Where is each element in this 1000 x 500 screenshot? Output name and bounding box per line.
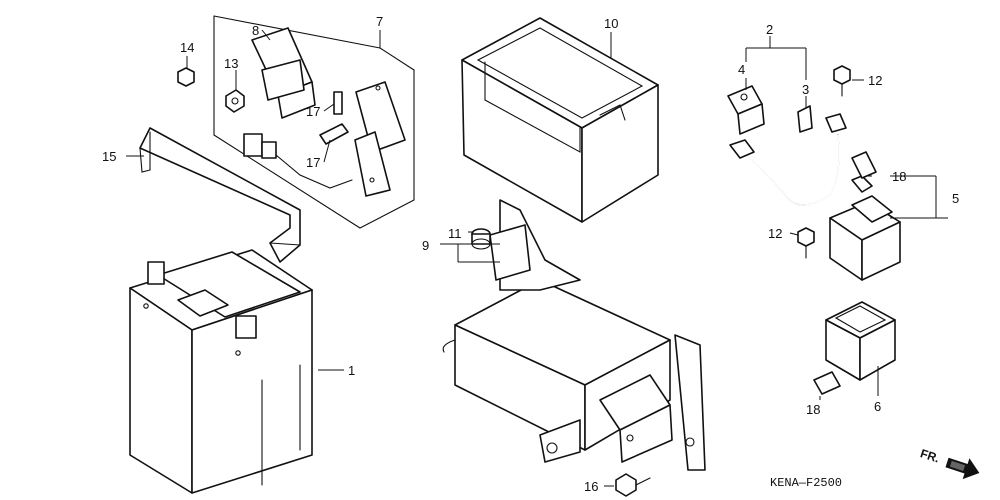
callout-11: 11 xyxy=(448,226,462,241)
callout-14: 14 xyxy=(180,40,194,55)
part-battery-tray xyxy=(442,199,706,471)
part-cover-3 xyxy=(797,105,813,133)
callout-13: 13 xyxy=(224,56,238,71)
callout-2: 2 xyxy=(766,22,773,37)
front-direction-indicator: FR. xyxy=(919,446,980,480)
callout-15: 15 xyxy=(102,149,116,164)
leader-lines xyxy=(126,29,948,487)
part-relay-cover xyxy=(825,301,896,381)
diagram-code: KENA—F2500 xyxy=(770,476,842,490)
part-starter-cable xyxy=(729,113,847,206)
callout-9: 9 xyxy=(422,238,429,253)
callout-18-bottom: 18 xyxy=(806,402,820,417)
part-fuse-18-top xyxy=(851,151,877,179)
part-harness-cover xyxy=(251,27,316,119)
part-wire-harness xyxy=(243,81,406,197)
part-nut-13 xyxy=(225,89,245,113)
front-label: FR. xyxy=(919,446,942,465)
callout-labels: 1 2 3 4 5 6 7 8 9 10 11 12 12 13 14 15 1… xyxy=(102,14,959,494)
callout-7: 7 xyxy=(376,14,383,29)
part-bolt-16 xyxy=(615,473,651,497)
part-fuse-17 xyxy=(319,91,349,145)
callout-16: 16 xyxy=(584,479,598,494)
part-bolt-12-top xyxy=(833,65,851,97)
callout-18-top: 18 xyxy=(892,169,906,184)
callout-4: 4 xyxy=(738,62,745,77)
part-fuse-18-bottom xyxy=(813,371,841,395)
callout-17-upper: 17 xyxy=(306,104,320,119)
callout-17-lower: 17 xyxy=(306,155,320,170)
callout-1: 1 xyxy=(348,363,355,378)
part-harness-group-frame xyxy=(213,15,415,229)
part-terminal-cap-4 xyxy=(727,85,765,135)
part-bolt-12-bottom xyxy=(797,227,815,259)
callout-8: 8 xyxy=(252,23,259,38)
callout-10: 10 xyxy=(604,16,618,31)
callout-3: 3 xyxy=(802,82,809,97)
callout-6: 6 xyxy=(874,399,881,414)
callout-12-top: 12 xyxy=(868,73,882,88)
arrow-right-icon xyxy=(945,457,980,480)
part-battery xyxy=(129,249,313,494)
part-collar-11 xyxy=(471,228,491,250)
part-starter-relay xyxy=(829,175,901,281)
callout-5: 5 xyxy=(952,191,959,206)
part-battery-case xyxy=(461,17,659,223)
part-battery-band xyxy=(139,127,301,263)
part-nut-14 xyxy=(177,67,195,87)
callout-12-bottom: 12 xyxy=(768,226,782,241)
